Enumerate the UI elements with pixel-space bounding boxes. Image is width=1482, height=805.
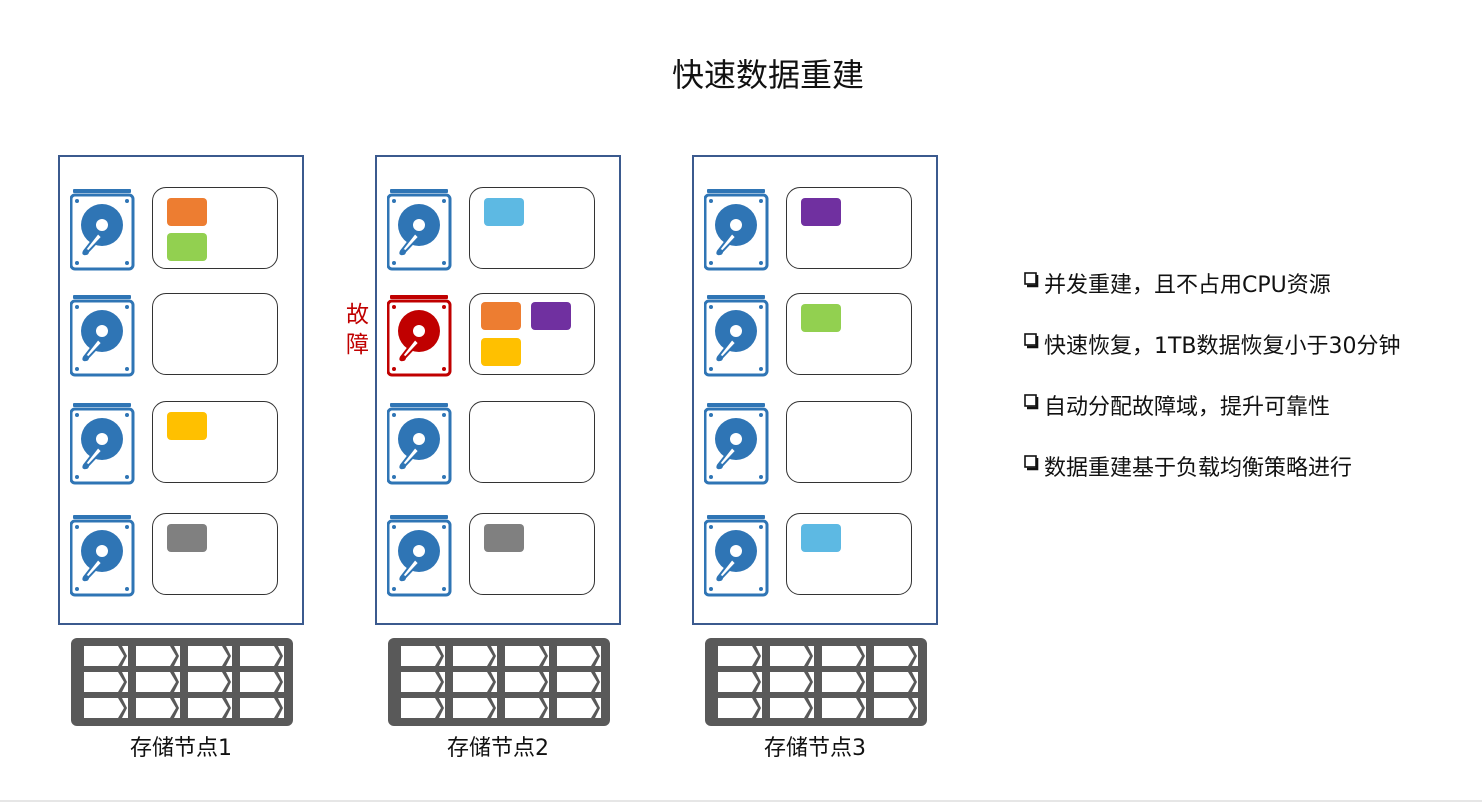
data-block-light-blue bbox=[484, 198, 524, 226]
data-block-purple bbox=[801, 198, 841, 226]
data-block-gray bbox=[167, 524, 207, 552]
disk-data-box bbox=[152, 401, 278, 483]
feature-text: 自动分配故障域，提升可靠性 bbox=[1044, 395, 1331, 420]
disk-data-box bbox=[152, 293, 278, 375]
hard-disk-icon bbox=[703, 293, 770, 377]
data-block-light-blue bbox=[801, 524, 841, 552]
data-block-gray bbox=[484, 524, 524, 552]
hard-disk-icon bbox=[69, 401, 136, 485]
disk-data-box bbox=[469, 187, 595, 269]
hard-disk-icon bbox=[703, 187, 770, 271]
hard-disk-icon bbox=[69, 187, 136, 271]
feature-item: 数据重建基于负载均衡策略进行 bbox=[1022, 451, 1401, 481]
hard-disk-icon bbox=[386, 513, 453, 597]
page-title: 快速数据重建 bbox=[671, 56, 864, 94]
disk-data-box bbox=[469, 401, 595, 483]
feature-list: 并发重建，且不占用CPU资源 快速恢复，1TB数据恢复小于30分钟 自动分配故障… bbox=[1022, 268, 1401, 512]
failed-hard-disk-icon bbox=[386, 293, 453, 377]
data-block-orange bbox=[481, 302, 521, 330]
hard-disk-icon bbox=[703, 513, 770, 597]
hard-disk-icon bbox=[386, 401, 453, 485]
data-block-green bbox=[801, 304, 841, 332]
storage-node-label: 存储节点1 bbox=[130, 736, 232, 761]
storage-node-2 bbox=[375, 155, 621, 625]
checkbox-square-icon bbox=[1022, 270, 1042, 296]
divider bbox=[0, 800, 1482, 802]
fault-label: 故障 bbox=[346, 302, 369, 358]
feature-text: 并发重建，且不占用CPU资源 bbox=[1044, 273, 1331, 298]
disk-data-box bbox=[152, 187, 278, 269]
storage-node-label: 存储节点2 bbox=[447, 736, 549, 761]
data-block-yellow bbox=[167, 412, 207, 440]
disk-data-box bbox=[469, 293, 595, 375]
data-block-yellow bbox=[481, 338, 521, 366]
hard-disk-icon bbox=[386, 187, 453, 271]
hard-disk-icon bbox=[703, 401, 770, 485]
checkbox-square-icon bbox=[1022, 453, 1042, 479]
checkbox-square-icon bbox=[1022, 392, 1042, 418]
storage-node-1 bbox=[58, 155, 304, 625]
hard-disk-icon bbox=[69, 293, 136, 377]
storage-node-label: 存储节点3 bbox=[764, 736, 866, 761]
disk-data-box bbox=[152, 513, 278, 595]
server-rack-icon bbox=[71, 638, 293, 726]
checkbox-square-icon bbox=[1022, 331, 1042, 357]
disk-data-box bbox=[469, 513, 595, 595]
storage-node-3 bbox=[692, 155, 938, 625]
disk-data-box bbox=[786, 187, 912, 269]
feature-text: 快速恢复，1TB数据恢复小于30分钟 bbox=[1044, 334, 1401, 359]
server-rack-icon bbox=[388, 638, 610, 726]
feature-item: 自动分配故障域，提升可靠性 bbox=[1022, 390, 1401, 420]
disk-data-box bbox=[786, 401, 912, 483]
data-block-green bbox=[167, 233, 207, 261]
feature-item: 快速恢复，1TB数据恢复小于30分钟 bbox=[1022, 329, 1401, 359]
disk-data-box bbox=[786, 293, 912, 375]
feature-text: 数据重建基于负载均衡策略进行 bbox=[1044, 456, 1353, 481]
feature-item: 并发重建，且不占用CPU资源 bbox=[1022, 268, 1401, 298]
disk-data-box bbox=[786, 513, 912, 595]
hard-disk-icon bbox=[69, 513, 136, 597]
data-block-orange bbox=[167, 198, 207, 226]
data-block-purple bbox=[531, 302, 571, 330]
server-rack-icon bbox=[705, 638, 927, 726]
